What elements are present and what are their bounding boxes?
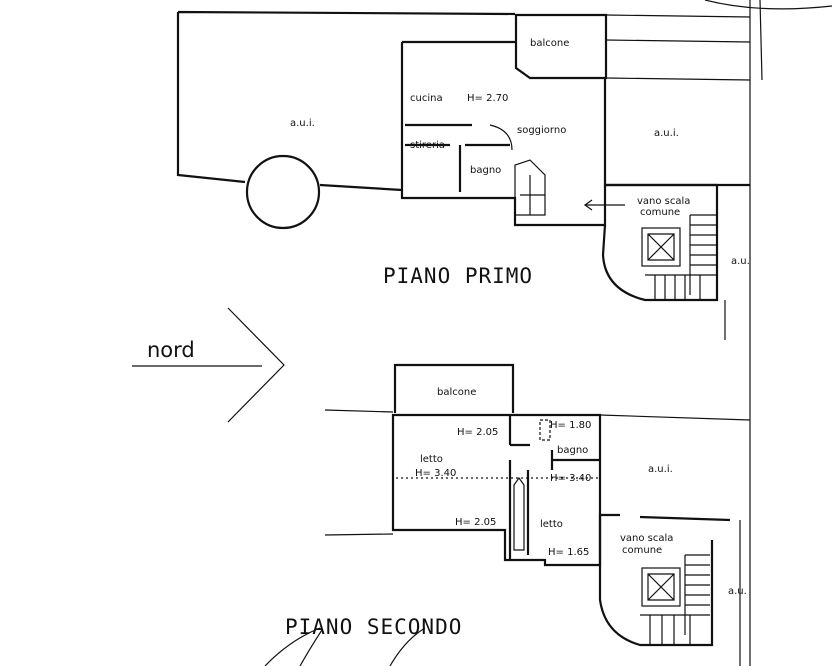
label-cucina: cucina	[410, 93, 443, 104]
elevator-icon	[647, 573, 675, 601]
label-stair-2: comune	[622, 545, 662, 556]
label-balcone: balcone	[437, 387, 476, 398]
door-arc	[489, 124, 513, 151]
stairs-lines	[645, 214, 717, 300]
label-h-bottom-right: H= 1.65	[548, 547, 589, 558]
aui-circle	[245, 154, 321, 230]
label-au-edge: a.u.	[731, 256, 750, 267]
label-soggiorno: soggiorno	[517, 125, 566, 136]
apartment-outer-walls	[391, 413, 602, 567]
label-letto-right: letto	[540, 519, 563, 530]
label-h-top-left: H= 2.05	[457, 427, 498, 438]
neighbor-lines	[605, 14, 751, 81]
label-stireria: stireria	[410, 140, 445, 151]
margin-mark	[759, 0, 763, 81]
north-label: nord	[147, 338, 195, 362]
label-h-mid-right: H= 3.40	[550, 473, 591, 484]
elevator-box	[641, 227, 681, 267]
label-stair-2: comune	[640, 207, 680, 218]
internal-walls	[405, 123, 510, 192]
label-aui-right: a.u.i.	[654, 128, 679, 139]
label-balcone: balcone	[530, 38, 569, 49]
label-stair-1: vano scala	[620, 533, 673, 544]
elevator-box	[641, 567, 681, 607]
floor1-plan	[176, 10, 751, 340]
aui-left-outline	[176, 10, 516, 192]
stair-hall-outline	[601, 183, 719, 302]
floor1-title: PIANO PRIMO	[383, 264, 533, 288]
north-arrow-icon	[132, 307, 285, 423]
floor2-plan	[264, 363, 751, 666]
stair-hall-outline	[598, 513, 731, 647]
balcone-outline	[393, 363, 515, 413]
internal-stair	[514, 159, 546, 216]
shower-outline	[539, 419, 551, 441]
label-bagno: bagno	[470, 165, 501, 176]
label-aui: a.u.i.	[648, 464, 673, 475]
label-h-bottom-left: H= 2.05	[455, 517, 496, 528]
label-h-top-right: H= 1.80	[550, 420, 591, 431]
label-au-edge: a.u.	[728, 586, 747, 597]
label-height: H= 2.70	[467, 93, 508, 104]
label-aui-left: a.u.i.	[290, 118, 315, 129]
label-bagno: bagno	[557, 445, 588, 456]
elevator-icon	[647, 233, 675, 261]
signature-strokes	[264, 627, 426, 666]
apartment-outer-walls	[400, 40, 607, 227]
internal-walls	[508, 415, 600, 560]
entrance-arrow	[583, 199, 625, 211]
label-stair-1: vano scala	[637, 196, 690, 207]
seal-arc	[704, 0, 832, 10]
label-h-mid-left: H= 3.40	[415, 468, 456, 479]
neighbor-lines	[324, 409, 751, 536]
label-letto-left: letto	[420, 454, 443, 465]
stairs-lines	[640, 554, 710, 645]
balcone-outline	[514, 13, 608, 80]
floor2-title: PIANO SECONDO	[285, 615, 462, 639]
internal-stair	[513, 476, 525, 551]
